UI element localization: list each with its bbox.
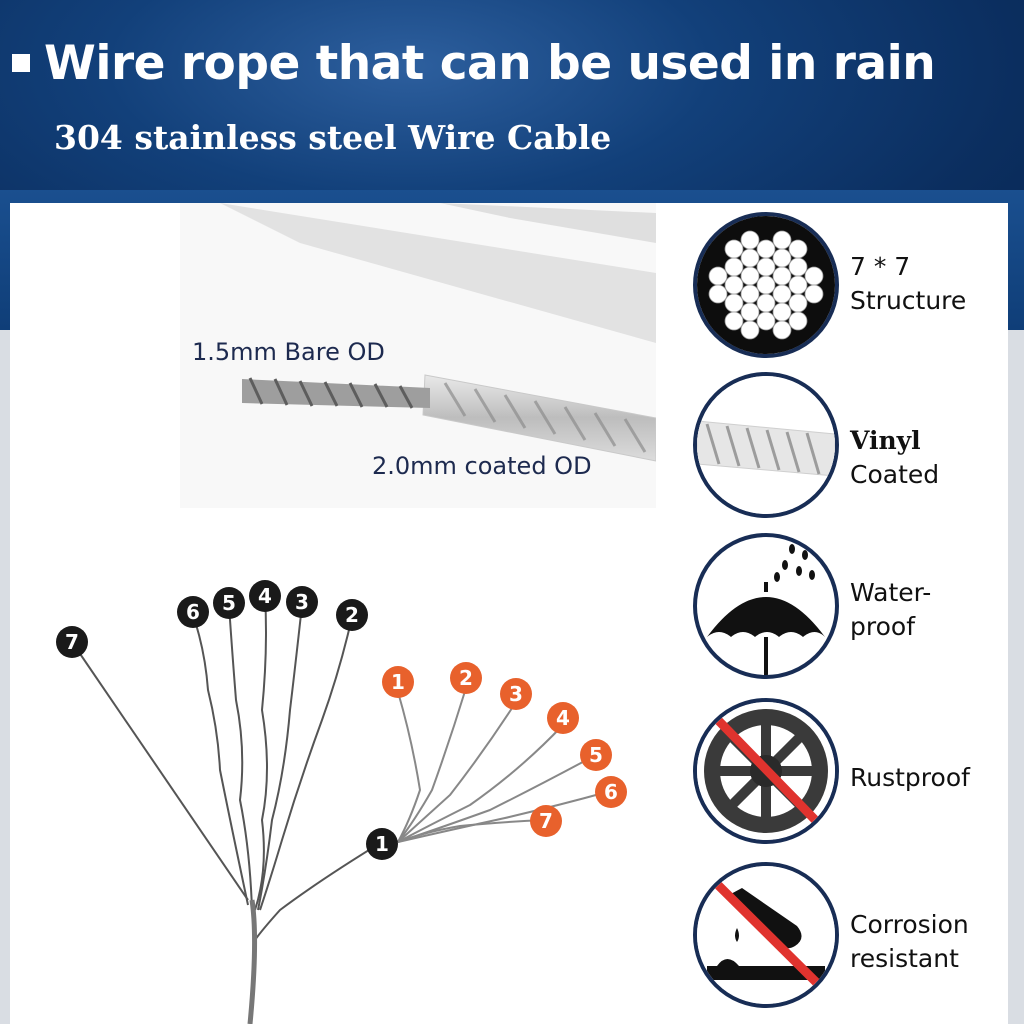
- feature-structure-label: 7 * 7 Structure: [850, 252, 967, 315]
- svg-text:3: 3: [509, 682, 523, 706]
- wire-strand: [254, 841, 383, 941]
- black-marker-6: 6: [177, 596, 209, 628]
- left-margin: [0, 330, 10, 1024]
- orange-marker-4: 4: [547, 702, 579, 734]
- wire-strand: [192, 614, 249, 906]
- feature-rustproof-label: Rustproof: [850, 763, 970, 792]
- svg-text:7: 7: [539, 809, 553, 833]
- page-subtitle: 304 stainless steel Wire Cable: [54, 118, 612, 157]
- orange-marker-1: 1: [382, 666, 414, 698]
- umbrella-rain-icon: [693, 533, 839, 679]
- wire-strand: [71, 641, 249, 901]
- svg-text:4: 4: [258, 584, 272, 608]
- svg-text:2: 2: [459, 666, 473, 690]
- black-marker-2: 2: [336, 599, 368, 631]
- no-corrosion-icon: [693, 862, 839, 1008]
- strand-diagram: 7 6 5 4 3 2 1 1 2 3 4 5 6 7: [56, 580, 627, 1024]
- black-marker-4: 4: [249, 580, 281, 612]
- svg-text:1: 1: [375, 832, 389, 856]
- black-marker-3: 3: [286, 586, 318, 618]
- bullet-icon: [12, 53, 30, 72]
- black-marker-7: 7: [56, 626, 88, 658]
- svg-text:6: 6: [186, 600, 200, 624]
- wire-strand: [397, 819, 546, 843]
- svg-text:7: 7: [65, 630, 79, 654]
- svg-text:5: 5: [589, 743, 603, 767]
- wire-strand: [257, 604, 303, 911]
- cable-photo: [180, 203, 656, 508]
- wire-strand: [397, 725, 563, 843]
- page-title: Wire rope that can be used in rain: [12, 36, 936, 91]
- orange-marker-2: 2: [450, 662, 482, 694]
- feature-waterproof-label: Water- proof: [850, 578, 932, 641]
- bare-od-label: 1.5mm Bare OD: [192, 338, 385, 366]
- orange-marker-5: 5: [580, 739, 612, 771]
- wire-strand: [247, 899, 258, 1024]
- wire-strand: [397, 791, 608, 843]
- svg-text:6: 6: [604, 780, 618, 804]
- svg-text:5: 5: [222, 591, 236, 615]
- feature-corrosion-label: Corrosion resistant: [850, 910, 969, 973]
- wire-strand: [228, 604, 253, 911]
- wire-strand: [397, 701, 517, 843]
- wire-strand: [397, 691, 422, 843]
- orange-marker-7: 7: [530, 805, 562, 837]
- orange-marker-3: 3: [500, 678, 532, 710]
- svg-text:3: 3: [295, 590, 309, 614]
- coated-cable-icon: [693, 372, 839, 518]
- cable-illustration: [180, 203, 656, 508]
- wire-strand: [397, 687, 467, 843]
- black-marker-1: 1: [366, 828, 398, 860]
- right-margin: [1008, 330, 1024, 1024]
- strand-structure-icon: [693, 212, 839, 358]
- orange-marker-6: 6: [595, 776, 627, 808]
- svg-text:4: 4: [556, 706, 570, 730]
- svg-text:1: 1: [391, 670, 405, 694]
- feature-vinyl-label: Vinyl Coated: [850, 426, 940, 489]
- svg-text:2: 2: [345, 603, 359, 627]
- wire-strand: [254, 594, 268, 911]
- coated-od-label: 2.0mm coated OD: [372, 452, 592, 480]
- no-rust-wheel-icon: [693, 698, 839, 844]
- wire-strand: [259, 616, 353, 911]
- black-marker-5: 5: [213, 587, 245, 619]
